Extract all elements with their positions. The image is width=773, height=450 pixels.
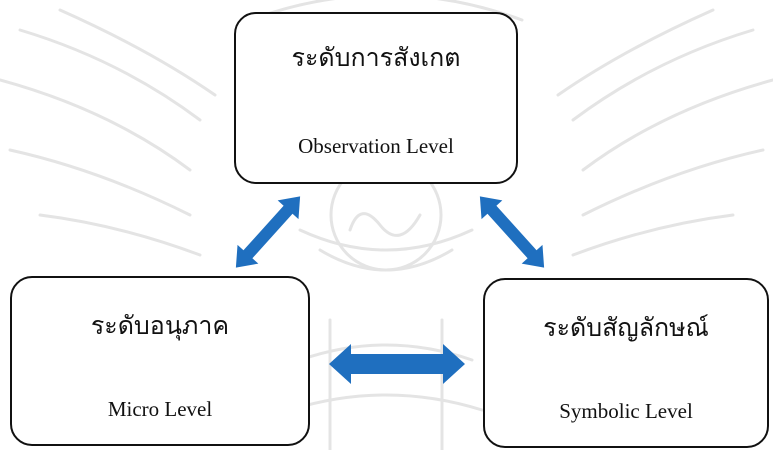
micro-level-thai-label: ระดับอนุภาค bbox=[90, 313, 230, 340]
observation-level-thai-label: ระดับการสังเกต bbox=[291, 45, 461, 72]
observation-level-node: ระดับการสังเกต Observation Level bbox=[234, 12, 518, 184]
arrow-observation-micro bbox=[235, 196, 301, 268]
symbolic-level-thai-label: ระดับสัญลักษณ์ bbox=[543, 315, 709, 342]
micro-level-node: ระดับอนุภาค Micro Level bbox=[10, 276, 310, 446]
symbolic-level-english-label: Symbolic Level bbox=[559, 399, 693, 423]
micro-level-english-label: Micro Level bbox=[107, 397, 213, 421]
arrow-observation-symbolic bbox=[479, 196, 545, 268]
arrow-micro-symbolic bbox=[329, 344, 465, 384]
symbolic-level-node: ระดับสัญลักษณ์ Symbolic Level bbox=[483, 278, 769, 448]
observation-level-english-label: Observation Level bbox=[298, 134, 454, 158]
